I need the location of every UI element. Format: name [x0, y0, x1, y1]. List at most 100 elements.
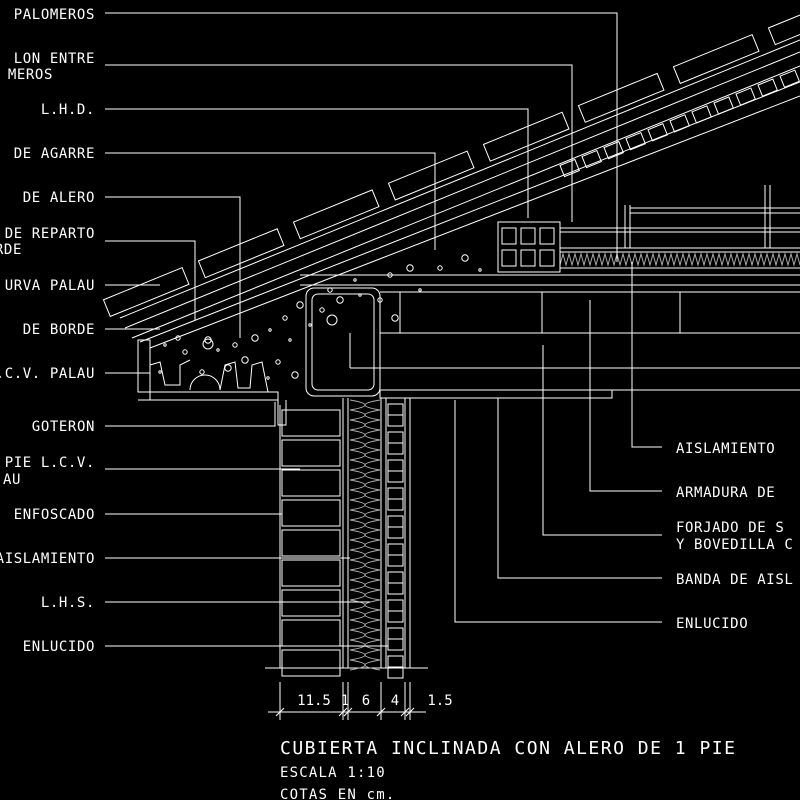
exterior-brick	[281, 439, 341, 467]
hollow-brick	[603, 140, 624, 160]
label-lhs: L.H.S.	[41, 595, 95, 611]
aggregate-dot	[224, 364, 232, 372]
hollow-brick	[691, 105, 712, 124]
dim-render: 1	[341, 693, 349, 709]
label-pieza-borde: DE BORDE	[23, 322, 95, 338]
dim-interior-leaf: 4	[391, 693, 399, 709]
dim-insulation: 6	[362, 693, 370, 709]
wall-insulation	[349, 399, 381, 671]
aggregate-dot	[353, 278, 357, 282]
aggregate-stone	[202, 338, 214, 350]
insulation-zigzag	[559, 252, 800, 267]
roof-tile	[767, 0, 800, 46]
concrete-infill	[158, 254, 482, 380]
label-palomeros: PALOMEROS	[14, 7, 95, 23]
label-tabicon-line1: LON ENTRE	[14, 51, 95, 67]
eave-cornice-block	[137, 339, 287, 426]
label-teja-curva: URVA PALAU	[5, 278, 95, 294]
roof-truss	[560, 185, 800, 249]
label-enlucido-left: ENLUCIDO	[23, 639, 95, 655]
hollow-brick-block	[497, 221, 561, 273]
exterior-brick	[281, 529, 341, 557]
exterior-brick	[281, 469, 341, 497]
dim-plaster: 1.5	[427, 693, 452, 709]
aggregate-dot	[308, 323, 312, 327]
roof-tile	[482, 111, 570, 162]
roof-tile	[197, 228, 285, 279]
label-losa-alero: DE ALERO	[23, 190, 95, 206]
hollow-brick	[647, 123, 668, 142]
label-cornisa-lcv: L.C.V. PALAU	[0, 366, 95, 382]
dimension-values: 11.5 1 6 4 1.5	[297, 693, 453, 709]
aggregate-dot	[418, 288, 422, 292]
aggregate-dot	[216, 348, 220, 352]
aggregate-dot	[296, 301, 304, 309]
exterior-brick-courses	[281, 409, 341, 677]
aggregate-dot	[478, 268, 482, 272]
exterior-brick	[281, 499, 341, 527]
exterior-brick	[281, 619, 341, 647]
aggregate-dot	[288, 338, 292, 342]
aggregate-dot	[251, 334, 259, 342]
aggregate-dot	[319, 307, 325, 313]
aggregate-dot	[291, 371, 299, 379]
label-banda-aislamiento: BANDA DE AISL	[676, 572, 793, 588]
aggregate-dot	[241, 356, 249, 364]
slab-edge	[300, 274, 800, 399]
roof-tiles	[102, 0, 800, 318]
aggregate-dot	[406, 264, 414, 272]
roof-tile	[387, 150, 475, 201]
label-aislamiento-right: AISLAMIENTO	[676, 441, 775, 457]
drawing-units: COTAS EN cm.	[280, 787, 396, 800]
hollow-brick	[559, 158, 580, 178]
label-enlucido-right: ENLUCIDO	[676, 616, 748, 632]
aggregate-dot	[266, 376, 270, 380]
label-capa-agarre: DE AGARRE	[14, 146, 95, 162]
interior-brick-courses	[387, 403, 404, 679]
aggregate-dot	[437, 265, 443, 271]
exterior-brick	[281, 649, 341, 677]
aggregate-stone	[326, 314, 338, 326]
aggregate-dot	[268, 328, 272, 332]
label-forjado-line2: Y BOVEDILLA C	[676, 537, 793, 553]
hollow-brick	[713, 96, 734, 115]
exterior-brick	[281, 589, 341, 617]
aggregate-dot	[163, 343, 167, 347]
label-armadura-reparto-line2: RDE	[0, 242, 22, 258]
exterior-brick	[281, 409, 341, 437]
label-aislamiento-left: AISLAMIENTO	[0, 551, 95, 567]
insulation-loops	[364, 399, 381, 671]
slab-insulation	[559, 251, 800, 269]
hollow-brick	[779, 69, 800, 88]
drawing-scale: ESCALA 1:10	[280, 765, 386, 781]
label-muro-line2: AU	[3, 472, 21, 488]
drawing-title: CUBIERTA INCLINADA CON ALERO DE 1 PIE	[280, 738, 736, 759]
hollow-brick	[669, 114, 690, 133]
aggregate-dot	[391, 314, 399, 322]
aggregate-dot	[175, 335, 181, 341]
aggregate-dot	[158, 370, 162, 374]
exterior-brick	[281, 559, 341, 587]
hollow-brick	[625, 131, 646, 151]
aggregate-dot	[232, 342, 238, 348]
title-block: CUBIERTA INCLINADA CON ALERO DE 1 PIE ES…	[280, 738, 736, 800]
wall-section	[265, 397, 612, 669]
leader-lines	[105, 12, 662, 647]
roof-slope-lines	[119, 39, 800, 349]
left-labels: PALOMEROS LON ENTRE MEROS L.H.D. DE AGAR…	[0, 7, 95, 655]
roof-tile	[102, 266, 190, 318]
aggregate-dot	[182, 349, 188, 355]
insulation-loops	[349, 399, 366, 671]
dimension-line	[268, 682, 426, 720]
hollow-brick	[757, 78, 778, 97]
label-lhd: L.H.D.	[41, 102, 95, 118]
label-muro-line1: 2 PIE L.C.V.	[0, 455, 95, 471]
aggregate-dot	[336, 296, 344, 304]
hollow-brick	[735, 87, 756, 106]
hollow-brick	[581, 149, 602, 169]
label-armadura: ARMADURA DE	[676, 485, 775, 501]
aggregate-dot	[275, 359, 281, 365]
right-labels: AISLAMIENTO ARMADURA DE FORJADO DE S Y B…	[676, 441, 793, 632]
roof-tile	[672, 33, 760, 85]
